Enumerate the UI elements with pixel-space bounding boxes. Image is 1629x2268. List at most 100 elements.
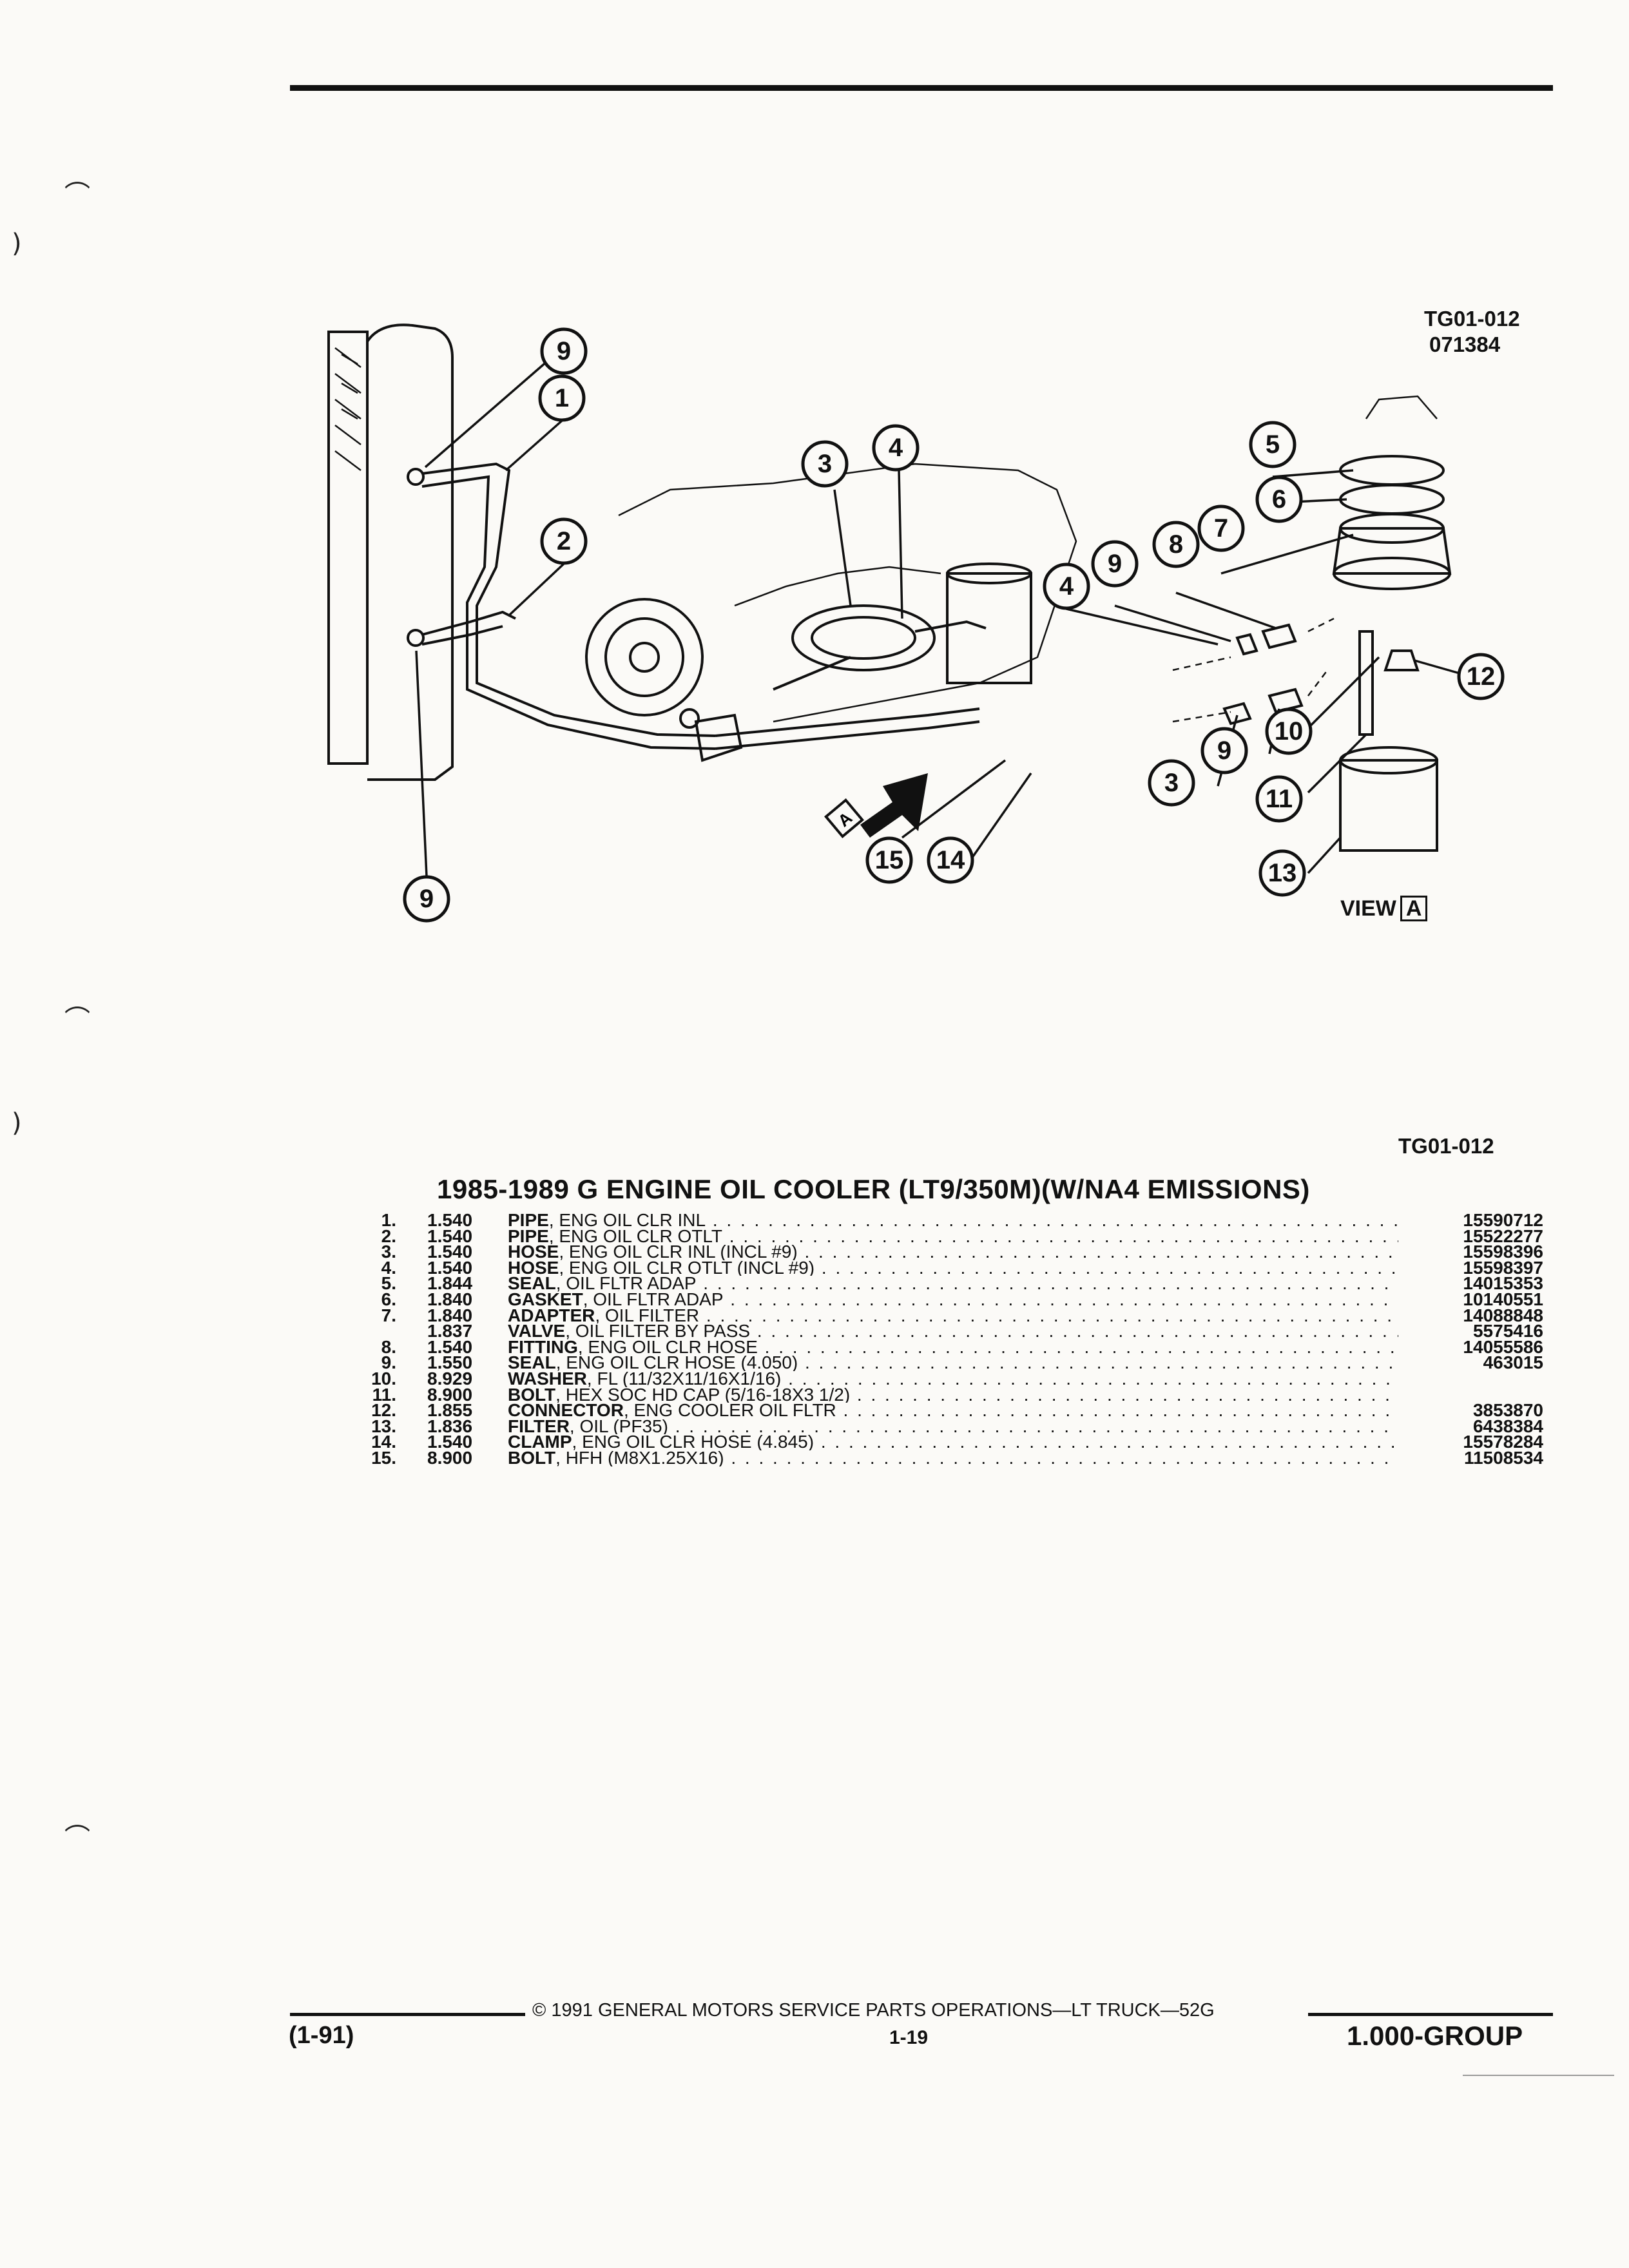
part-detail: , ENG OIL CLR HOSE (4.050): [555, 1355, 798, 1371]
cooler-pipes: [421, 462, 980, 750]
leader-dots: . . . . . . . . . . . . . . . . . . . . …: [820, 1434, 1398, 1450]
svg-text:6: 6: [1272, 485, 1286, 514]
radiator-fitting: [407, 629, 425, 647]
part-description: CLAMP, ENG OIL CLR HOSE (4.845) . . . . …: [508, 1434, 1398, 1450]
group-number: 1.540: [427, 1210, 473, 1230]
part-description: HOSE, ENG OIL CLR INL (INCL #9) . . . . …: [508, 1244, 1398, 1260]
group-number: 1.840: [427, 1289, 473, 1309]
part-name: FITTING: [508, 1339, 578, 1356]
part-number: 15590712: [1463, 1210, 1543, 1230]
hex-bolt: [1358, 630, 1374, 736]
part-name: SEAL: [508, 1276, 556, 1292]
part-number: 5575416: [1472, 1321, 1543, 1341]
leader-dots: . . . . . . . . . . . . . . . . . . . . …: [675, 1418, 1398, 1435]
group-number: 8.900: [427, 1384, 473, 1405]
item-number: 1.: [381, 1210, 396, 1230]
part-description: PIPE, ENG OIL CLR OTLT . . . . . . . . .…: [508, 1229, 1398, 1245]
callout-4: 4: [872, 424, 920, 472]
group-number: 1.836: [427, 1416, 473, 1436]
part-name: ADAPTER: [508, 1307, 595, 1324]
svg-text:2: 2: [557, 527, 571, 555]
part-description: BOLT, HFH (M8X1.25X16) . . . . . . . . .…: [508, 1450, 1398, 1466]
callout-12: 12: [1457, 653, 1505, 700]
part-detail: , OIL (PF35): [569, 1418, 668, 1435]
cooler-hoses: [773, 604, 987, 691]
part-detail: , ENG OIL CLR INL (INCL #9): [559, 1244, 798, 1260]
part-name: WASHER: [508, 1370, 587, 1387]
figure-date-code: 071384: [1429, 332, 1501, 356]
item-number: 3.: [381, 1242, 396, 1262]
svg-text:9: 9: [557, 337, 571, 365]
group-number: 8.900: [427, 1447, 473, 1468]
part-description: ADAPTER, OIL FILTER . . . . . . . . . . …: [508, 1308, 1398, 1324]
part-detail: , ENG OIL CLR OTLT (INCL #9): [559, 1260, 815, 1276]
svg-text:3: 3: [818, 450, 832, 478]
group-number: 1.550: [427, 1352, 473, 1373]
item-number: 6.: [381, 1289, 396, 1309]
page-number: 1-19: [889, 2027, 929, 2048]
part-number: 15578284: [1463, 1432, 1543, 1452]
view-word: VIEW: [1340, 896, 1396, 921]
group-number: 1.840: [427, 1305, 473, 1325]
callout-2: 2: [540, 517, 588, 565]
parts-row: 6. 1.840 GASKET, OIL FLTR ADAP . . . . . .…: [351, 1289, 1543, 1309]
leader-dots: . . . . . . . . . . . . . . . . . . . . …: [703, 1276, 1398, 1292]
part-number: 15598396: [1463, 1242, 1543, 1262]
svg-text:7: 7: [1214, 514, 1228, 543]
leader-dots: . . . . . . . . . . . . . . . . . . . . …: [788, 1370, 1398, 1387]
part-number: 14015353: [1463, 1273, 1543, 1294]
item-number: 11.: [372, 1384, 396, 1405]
part-description: SEAL, OIL FLTR ADAP . . . . . . . . . . …: [508, 1276, 1398, 1292]
item-number: 12.: [371, 1400, 396, 1421]
leader-dots: . . . . . . . . . . . . . . . . . . . . …: [706, 1307, 1398, 1324]
connector: [1383, 649, 1420, 671]
part-number: 14055586: [1463, 1336, 1543, 1357]
margin-mark: ⌒: [64, 1005, 90, 1035]
part-number: 15598397: [1463, 1257, 1543, 1278]
callout-9: 9: [1200, 727, 1248, 774]
footer-copyright: © 1991 GENERAL MOTORS SERVICE PARTS OPER…: [532, 2000, 1215, 2021]
svg-text:11: 11: [1266, 785, 1293, 813]
part-detail: , FL (11/32X11/16X1/16): [586, 1370, 782, 1387]
clamp: [694, 713, 743, 762]
leader-dots: . . . . . . . . . . . . . . . . . . . . …: [804, 1244, 1398, 1260]
footer-date: (1-91): [289, 2022, 354, 2049]
part-detail: , ENG OIL CLR HOSE: [577, 1339, 758, 1356]
part-detail: , OIL FILTER BY PASS: [565, 1323, 751, 1340]
group-number: 1.540: [427, 1432, 473, 1452]
part-detail: , HFH (M8X1.25X16): [555, 1450, 724, 1466]
leader-dots: . . . . . . . . . . . . . . . . . . . . …: [764, 1339, 1398, 1356]
group-number: 1.855: [427, 1400, 473, 1421]
part-number: 10140551: [1463, 1289, 1543, 1309]
part-name: PIPE: [508, 1228, 549, 1245]
part-detail: , ENG OIL CLR INL: [548, 1213, 706, 1229]
svg-text:8: 8: [1169, 530, 1183, 559]
svg-text:9: 9: [1217, 736, 1231, 765]
part-description: FITTING, ENG OIL CLR HOSE . . . . . . . …: [508, 1340, 1398, 1356]
callout-6: 6: [1255, 476, 1303, 523]
margin-mark: ⌒: [64, 1823, 90, 1853]
callout-8: 8: [1152, 521, 1200, 568]
part-number: 463015: [1483, 1352, 1543, 1373]
callout-3: 3: [801, 440, 849, 488]
group-number: 1.540: [427, 1225, 473, 1246]
leader-lines: [415, 360, 1460, 877]
figure-code: TG01-012: [1424, 307, 1520, 331]
callout-15: 15: [865, 836, 913, 884]
callout-11: 11: [1255, 775, 1303, 823]
part-description: GASKET, OIL FLTR ADAP . . . . . . . . . …: [508, 1292, 1398, 1308]
part-name: CONNECTOR: [508, 1403, 624, 1419]
item-number: 15.: [371, 1447, 396, 1468]
engine-oil-filter: [946, 562, 1032, 684]
group-label: 1.000-GROUP: [1347, 2021, 1523, 2051]
margin-mark: ): [12, 229, 22, 258]
item-number: 7.: [381, 1305, 396, 1325]
radiator-fitting: [407, 468, 425, 486]
